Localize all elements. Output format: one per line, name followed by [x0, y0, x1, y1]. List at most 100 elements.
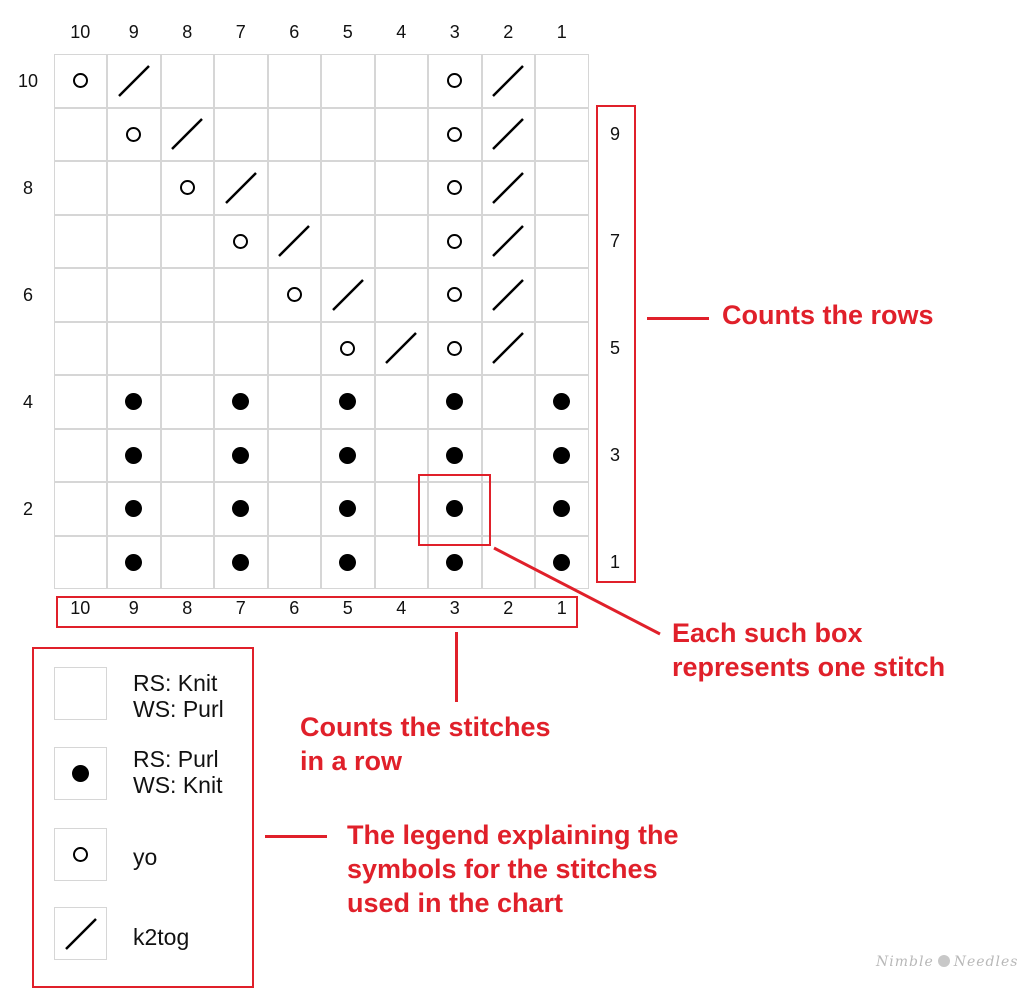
watermark-left: Nimble	[876, 954, 934, 970]
legend-symbol-box	[54, 747, 107, 800]
purl-dot-icon	[232, 446, 250, 464]
yarn-ball-icon	[937, 955, 950, 967]
stitch-cell	[107, 214, 161, 268]
column-number-top: 6	[289, 22, 300, 42]
purl-dot-icon	[125, 553, 143, 571]
stitch-cell	[53, 107, 107, 161]
stitch-cell	[267, 482, 321, 536]
legend-label: k2tog	[133, 924, 190, 950]
purl-dot-icon	[232, 393, 250, 411]
stitch-cell	[160, 428, 214, 482]
stitch-cell	[267, 161, 321, 215]
annotation-stitch-box: Each such box represents one stitch	[672, 618, 946, 682]
legend-symbol-box	[54, 828, 107, 881]
stitch-cell	[267, 428, 321, 482]
stitch-cell	[481, 321, 535, 375]
stitch-cell	[535, 161, 589, 215]
legend-highlight	[32, 647, 254, 988]
k2tog-slash-icon	[492, 225, 525, 258]
purl-dot-icon	[72, 765, 89, 782]
purl-dot-icon	[553, 446, 571, 464]
stitch-cell	[107, 268, 161, 322]
column-number-bottom: 9	[128, 598, 139, 618]
purl-dot-icon	[553, 500, 571, 518]
stitch-cell	[53, 428, 107, 482]
stitch-cell	[374, 268, 428, 322]
stitch-cell	[267, 535, 321, 589]
column-number-top: 4	[396, 22, 407, 42]
stitch-counter-highlight	[56, 596, 578, 628]
k2tog-slash-icon	[224, 171, 257, 204]
stitch-cell	[160, 482, 214, 536]
purl-dot-icon	[553, 553, 571, 571]
row-number-left: 6	[22, 284, 33, 305]
stitch-cell	[267, 321, 321, 375]
stitch-cell	[267, 54, 321, 108]
k2tog-slash-icon	[64, 917, 97, 950]
purl-dot-icon	[125, 446, 143, 464]
stitch-cell	[321, 214, 375, 268]
purl-dot-icon	[125, 393, 143, 411]
stitch-cell	[107, 321, 161, 375]
yo-circle-icon	[447, 180, 463, 196]
purl-dot-icon	[339, 553, 357, 571]
purl-dot-icon	[446, 553, 464, 571]
stitch-cell	[214, 107, 268, 161]
stitch-cell	[374, 107, 428, 161]
stitch-cell	[535, 268, 589, 322]
stitch-cell	[374, 428, 428, 482]
purl-dot-icon	[446, 393, 464, 411]
stitch-cell	[160, 375, 214, 429]
stitch-cell	[321, 375, 375, 429]
legend-label: yo	[133, 844, 158, 870]
yo-circle-icon	[233, 233, 249, 249]
column-number-bottom: 8	[182, 598, 193, 618]
row-number-left: 10	[17, 70, 39, 91]
purl-dot-icon	[232, 500, 250, 518]
stitch-cell	[374, 375, 428, 429]
yo-circle-icon	[179, 180, 195, 196]
k2tog-slash-icon	[492, 278, 525, 311]
stitch-cell	[53, 161, 107, 215]
column-number-bottom: 6	[289, 598, 300, 618]
stitch-cell	[160, 54, 214, 108]
k2tog-slash-icon	[117, 64, 150, 97]
stitch-cell	[481, 428, 535, 482]
stitch-cell	[214, 54, 268, 108]
column-number-top: 3	[449, 22, 460, 42]
purl-dot-icon	[339, 393, 357, 411]
column-number-top: 7	[235, 22, 246, 42]
row-number-right: 5	[609, 338, 620, 359]
column-number-top: 9	[128, 22, 139, 42]
stitch-cell	[481, 375, 535, 429]
stitch-cell	[160, 214, 214, 268]
legend-label: RS: Purl WS: Knit	[133, 746, 223, 798]
stitch-cell	[267, 375, 321, 429]
k2tog-slash-icon	[331, 278, 364, 311]
k2tog-slash-icon	[492, 118, 525, 151]
legend-connector	[265, 835, 327, 838]
row-counter-highlight	[596, 105, 636, 583]
row-number-left: 8	[22, 177, 33, 198]
column-number-bottom: 10	[70, 598, 91, 618]
stitch-cell	[321, 268, 375, 322]
stitch-cell	[214, 321, 268, 375]
stitch-cell	[321, 107, 375, 161]
stitch-cell	[535, 321, 589, 375]
column-number-top: 1	[556, 22, 567, 42]
stitch-cell	[535, 107, 589, 161]
yo-circle-icon	[447, 233, 463, 249]
purl-dot-icon	[446, 446, 464, 464]
purl-dot-icon	[553, 393, 571, 411]
k2tog-slash-icon	[171, 118, 204, 151]
purl-dot-icon	[446, 500, 464, 518]
purl-dot-icon	[125, 500, 143, 518]
column-number-bottom: 5	[342, 598, 353, 618]
stitch-cell	[321, 54, 375, 108]
stitch-cell	[53, 535, 107, 589]
yo-circle-icon	[447, 340, 463, 356]
stitch-cell	[53, 321, 107, 375]
column-number-bottom: 3	[449, 598, 460, 618]
column-number-top: 2	[503, 22, 514, 42]
